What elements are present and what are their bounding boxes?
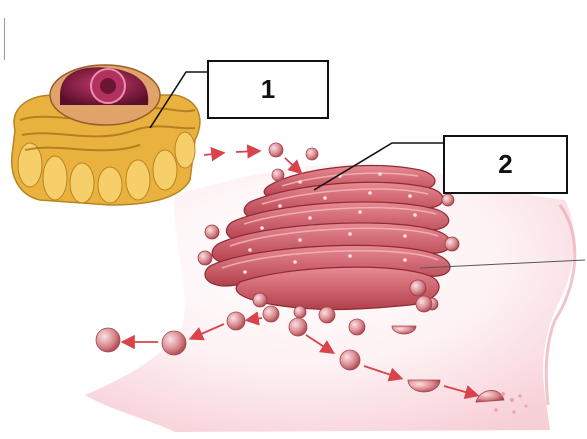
vesicle: [96, 328, 120, 352]
vesicle: [349, 319, 365, 335]
vesicle: [272, 169, 284, 181]
label-number-2: 2: [498, 149, 512, 180]
arrow: [204, 153, 222, 155]
vesicle: [269, 143, 283, 157]
vesicle: [162, 331, 186, 355]
vesicle: [416, 296, 432, 312]
label-box-1: 1: [207, 60, 329, 119]
vesicle: [306, 148, 318, 160]
vesicle: [263, 306, 279, 322]
arrow: [236, 151, 258, 152]
label-box-2: 2: [443, 135, 568, 194]
vesicle: [289, 318, 307, 336]
vesicle: [319, 307, 335, 323]
vesicle: [227, 312, 245, 330]
vesicle: [340, 350, 360, 370]
label-number-1: 1: [261, 74, 275, 105]
cell-illustration: [12, 65, 200, 205]
